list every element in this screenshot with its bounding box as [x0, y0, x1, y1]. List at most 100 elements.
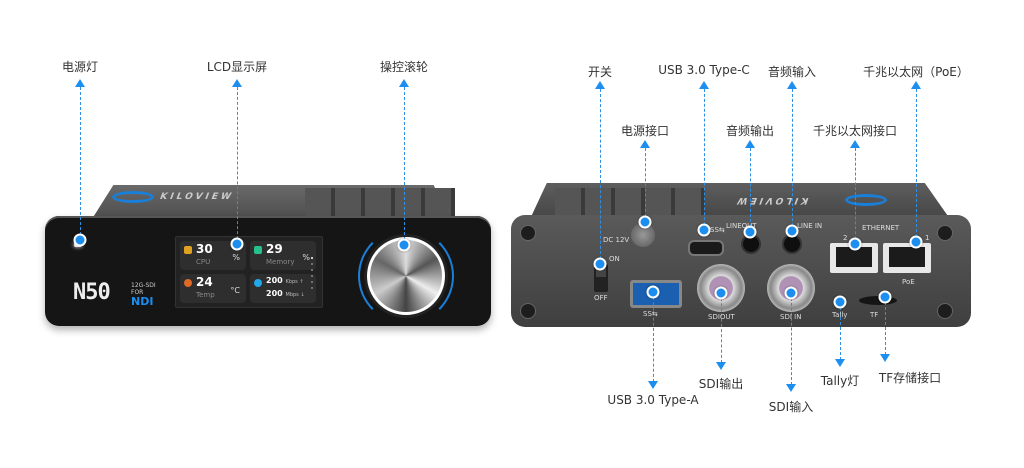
- callout-switch: 开关: [587, 65, 613, 79]
- tf-label: TF: [870, 311, 879, 319]
- arrow-up-icon: [595, 81, 605, 89]
- leader-line: [855, 148, 856, 244]
- leader-line: [792, 89, 793, 231]
- leader-line: [404, 87, 405, 245]
- arrow-up-icon: [850, 140, 860, 148]
- cpu-label: CPU: [196, 258, 211, 266]
- marker-dot: [743, 225, 757, 239]
- port2-label: 2: [843, 234, 848, 242]
- tf-card-slot: [859, 296, 897, 305]
- callout-audio-in: 音频输入: [767, 65, 817, 79]
- switch-on-label: ON: [609, 255, 620, 263]
- memory-unit: %: [302, 253, 310, 262]
- leader-line: [645, 148, 646, 222]
- callout-usb-c: USB 3.0 Type-C: [658, 63, 750, 77]
- poe-label: PoE: [902, 278, 915, 286]
- arrow-up-icon: [745, 140, 755, 148]
- switch-off-label: OFF: [594, 294, 608, 302]
- marker-dot: [397, 238, 411, 252]
- leader-line: [653, 292, 654, 382]
- leader-line: [600, 89, 601, 264]
- usb-c-port: [688, 240, 724, 256]
- screw-icon: [937, 225, 953, 241]
- leader-line: [704, 89, 705, 230]
- callout-power-led: 电源灯: [61, 60, 99, 74]
- memory-value: 29: [266, 242, 283, 256]
- ethernet-port-1-poe: [883, 243, 931, 273]
- download-rate: 200 Mbps ↓: [266, 289, 305, 298]
- arrow-up-icon: [399, 79, 409, 87]
- sdi-out-label: SDIOUT: [708, 313, 735, 321]
- callout-gigabit-port: 千兆以太网接口: [812, 124, 898, 138]
- port1-label: 1: [925, 234, 930, 242]
- callout-knob: 操控滚轮: [379, 60, 429, 74]
- arrow-up-icon: [640, 140, 650, 148]
- brand-name: KILOVIEW: [158, 192, 236, 202]
- memory-icon: [254, 246, 262, 254]
- knob-ring: [358, 228, 454, 324]
- arrow-up-icon: [232, 79, 242, 87]
- upload-rate: 200 Kbps ↑: [266, 276, 304, 285]
- cpu-value: 30: [196, 242, 213, 256]
- arrow-up-icon: [75, 79, 85, 87]
- network-tile: 200 Kbps ↑ 200 Mbps ↓: [250, 274, 316, 303]
- cpu-tile: 30 % CPU: [180, 241, 246, 270]
- brand-name-back: KILOVIEW: [733, 195, 811, 205]
- arrow-down-icon: [835, 359, 845, 367]
- power-switch[interactable]: [594, 264, 608, 292]
- temp-value: 24: [196, 275, 213, 289]
- arrow-down-icon: [716, 362, 726, 370]
- callout-gigabit-poe: 千兆以太网（PoE）: [863, 65, 969, 79]
- leader-line: [80, 87, 81, 240]
- marker-dot: [230, 237, 244, 251]
- callout-tally: Tally灯: [820, 374, 860, 388]
- leader-line: [750, 148, 751, 232]
- leader-line: [721, 293, 722, 363]
- callout-sdi-in: SDI输入: [768, 400, 814, 414]
- memory-label: Memory: [266, 258, 295, 266]
- sdi-in-label: SDI IN: [780, 313, 802, 321]
- brand-logo-icon: [845, 194, 887, 206]
- screw-icon: [520, 225, 536, 241]
- arrow-down-icon: [880, 354, 890, 362]
- screw-icon: [520, 303, 536, 319]
- back-vents: [555, 188, 705, 216]
- temp-label: Temp: [196, 291, 215, 299]
- front-vents: [305, 188, 455, 216]
- model-ndi: NDI: [131, 295, 154, 308]
- leader-line: [237, 87, 238, 244]
- lcd-screen: 30 % CPU 29 % Memory 24 °C Temp 200 Kbps…: [175, 236, 323, 308]
- lineout-label: LINEOUT: [726, 222, 757, 230]
- leader-line: [791, 293, 792, 385]
- cpu-icon: [184, 246, 192, 254]
- usb-a-mark: SS⇆: [643, 310, 658, 318]
- arrow-down-icon: [648, 381, 658, 389]
- callout-sdi-out: SDI输出: [698, 377, 744, 391]
- marker-dot: [878, 290, 892, 304]
- thermometer-icon: [184, 279, 192, 287]
- callout-power-port: 电源接口: [620, 124, 670, 138]
- callout-usb-a: USB 3.0 Type-A: [607, 393, 699, 407]
- temp-tile: 24 °C Temp: [180, 274, 246, 303]
- marker-dot: [785, 224, 799, 238]
- marker-dot: [638, 215, 652, 229]
- callout-lcd: LCD显示屏: [206, 60, 268, 74]
- lcd-page-indicator: [311, 257, 314, 293]
- leader-line: [840, 302, 841, 360]
- arrow-down-icon: [786, 384, 796, 392]
- cpu-unit: %: [232, 253, 240, 262]
- arrow-up-icon: [787, 81, 797, 89]
- model-name: N50: [73, 280, 111, 305]
- temp-unit: °C: [230, 286, 240, 295]
- brand-logo-icon: [112, 191, 154, 203]
- dc-label: DC 12V: [603, 236, 630, 244]
- linein-label: LINE IN: [797, 222, 823, 230]
- leader-line: [916, 89, 917, 242]
- marker-dot: [73, 233, 87, 247]
- screw-icon: [937, 303, 953, 319]
- leader-line: [885, 297, 886, 355]
- marker-dot: [909, 235, 923, 249]
- marker-dot: [833, 295, 847, 309]
- marker-dot: [697, 223, 711, 237]
